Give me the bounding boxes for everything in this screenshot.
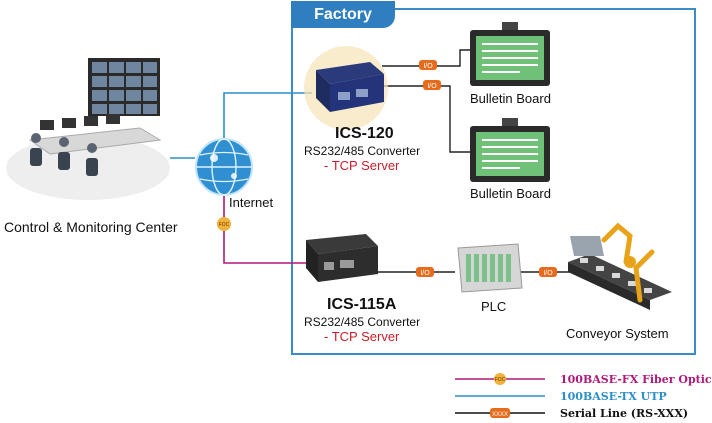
io-connector-top-1-label: I/O — [423, 63, 433, 70]
fiber-connector-label: FOC — [219, 222, 230, 228]
ics-115a-description: RS232/485 Converter — [304, 315, 421, 329]
fiber-connector: FOC — [217, 217, 231, 231]
internet-label: Internet — [229, 195, 274, 210]
legend-fiber-label: 100BASE-FX Fiber Optic — [560, 373, 712, 386]
conveyor-label: Conveyor System — [566, 326, 669, 341]
internet-globe-icon — [195, 138, 253, 196]
ics-115a-model: ICS-115A — [327, 296, 397, 313]
plc-label: PLC — [481, 299, 507, 314]
conveyor-icon — [568, 222, 672, 310]
fiber-link — [223, 185, 312, 264]
ics-120-device — [304, 46, 388, 130]
control-room-illustration — [6, 58, 170, 200]
plc-icon — [457, 243, 523, 293]
ics-120-description: RS232/485 Converter — [304, 144, 421, 158]
ics-120-role: - TCP Server — [324, 158, 400, 173]
legend-serial-label: Serial Line (RS-XXX) — [560, 407, 689, 420]
io-connector-conveyor: I/O — [539, 267, 557, 277]
legend-utp-label: 100BASE-TX UTP — [560, 390, 667, 403]
serial-link-top-2 — [382, 85, 470, 153]
bulletin-board-bottom-label: Bulletin Board — [470, 186, 551, 201]
control-center-label: Control & Monitoring Center — [4, 219, 178, 235]
io-connector-conveyor-label: I/O — [543, 270, 553, 277]
legend-fiber-connector-label: FOC — [495, 377, 506, 383]
factory-frame — [291, 8, 696, 355]
factory-title: Factory — [291, 1, 395, 28]
io-connector-plc-label: I/O — [420, 270, 430, 277]
io-connector-top-2-label: I/O — [427, 83, 437, 90]
bulletin-board-top-icon — [470, 22, 550, 86]
io-connector-top-1: I/O — [419, 60, 437, 70]
ics-115a-device — [306, 234, 378, 282]
utp-link — [223, 92, 312, 150]
ics-115a-role: - TCP Server — [324, 329, 400, 344]
legend-serial-connector-label: XXXX — [492, 412, 508, 418]
legend-serial-connector: XXXX — [490, 408, 510, 418]
io-connector-top-2: I/O — [423, 80, 441, 90]
legend-fiber-connector: FOC — [494, 373, 506, 385]
ics-120-model: ICS-120 — [335, 125, 394, 142]
bulletin-board-top-label: Bulletin Board — [470, 91, 551, 106]
bulletin-board-bottom-icon — [470, 118, 550, 182]
io-connector-plc: I/O — [416, 267, 434, 277]
